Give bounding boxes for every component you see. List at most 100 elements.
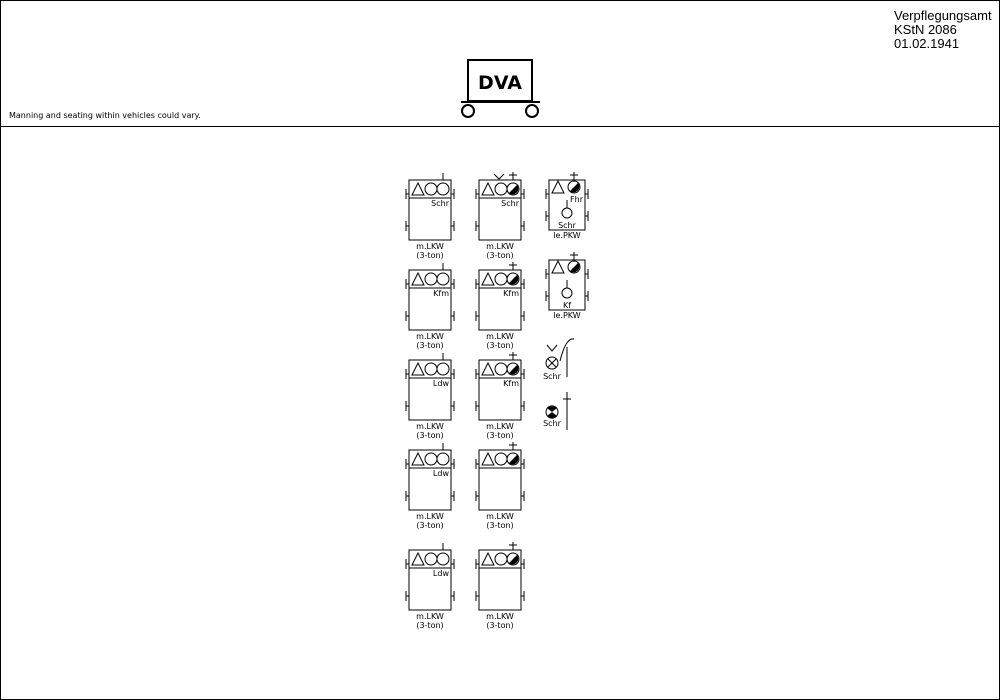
triangle-icon (411, 181, 425, 196)
cyclist-mark-icon (493, 173, 505, 180)
circle-icon (436, 362, 450, 376)
rifle-arc-icon (559, 338, 575, 362)
circle-icon (494, 182, 508, 196)
nco-fill-icon (508, 364, 519, 375)
car-role-bottom: Kf (563, 301, 571, 310)
circle-icon (436, 552, 450, 566)
unit-wheel-left (461, 104, 475, 118)
vehicle-tonnage: (3-ton) (416, 341, 443, 350)
vehicle-tonnage: (3-ton) (486, 521, 513, 530)
circle-icon (494, 362, 508, 376)
soldier-circle-icon (545, 356, 559, 370)
unit-label: DVA (478, 72, 522, 94)
circle-icon (424, 182, 438, 196)
personnel-role: Schr (543, 372, 562, 381)
circle-icon (436, 452, 450, 466)
vehicle-tonnage: (3-ton) (416, 251, 443, 260)
vehicle-tonnage: (3-ton) (486, 251, 513, 260)
title-block: Verpflegungsamt KStN 2086 01.02.1941 (894, 9, 992, 51)
personnel-role: Schr (543, 419, 562, 428)
circle-icon (424, 272, 438, 286)
vehicle-type: m.LKW (416, 422, 444, 431)
vehicle-type: m.LKW (416, 332, 444, 341)
vehicle-type: m.LKW (416, 612, 444, 621)
unit-symbol: DVA (461, 59, 540, 118)
circle-icon (494, 272, 508, 286)
nco-fill-icon (508, 184, 519, 195)
truck-body (408, 179, 452, 241)
triangle-icon (411, 551, 425, 566)
x-mark-icon (547, 358, 557, 368)
cyclist-symbol: Schr (543, 338, 575, 381)
triangle-icon (481, 451, 495, 466)
manning-note: Manning and seating within vehicles coul… (9, 111, 201, 120)
truck-symbol: m.LKW(3-ton) (475, 542, 525, 630)
table-date: 01.02.1941 (894, 36, 960, 51)
nco-circle-icon (506, 272, 520, 286)
vehicle-type: m.LKW (416, 242, 444, 251)
car-body (548, 259, 586, 311)
nco-fill-icon (508, 454, 519, 465)
vehicle-type: m.LKW (486, 512, 514, 521)
truck-body (478, 359, 522, 421)
vehicle-tonnage: (3-ton) (486, 431, 513, 440)
circle-icon (436, 182, 450, 196)
car-role-top: Fhr (570, 195, 584, 204)
truck-body (478, 449, 522, 511)
triangle-icon (411, 361, 425, 376)
rifleman-symbol: Schr (543, 392, 571, 430)
vehicle-type: le.PKW (553, 231, 580, 240)
table-number: KStN 2086 (894, 22, 957, 37)
unit-wheel-right (525, 104, 539, 118)
truck-body (408, 269, 452, 331)
truck-body (478, 269, 522, 331)
truck-role: Kfm (433, 289, 449, 298)
circle-icon (424, 362, 438, 376)
truck-role: Schr (431, 199, 450, 208)
truck-body (408, 549, 452, 611)
nco-circle-icon (567, 180, 581, 194)
nco-fill-icon (569, 262, 580, 273)
truck-body (408, 449, 452, 511)
unit-name: Verpflegungsamt (894, 8, 992, 23)
vehicle-type: le.PKW (553, 311, 580, 320)
circle-icon (436, 272, 450, 286)
circle-icon (424, 452, 438, 466)
vehicle-type: m.LKW (486, 422, 514, 431)
vehicle-tonnage: (3-ton) (486, 621, 513, 630)
soldier-fill-icon (547, 405, 557, 412)
truck-symbol: Kfm m.LKW(3-ton) (405, 263, 455, 350)
truck-role: Ldw (433, 379, 450, 388)
triangle-icon (411, 271, 425, 286)
nco-circle-icon (567, 260, 581, 274)
circle-icon (494, 552, 508, 566)
truck-symbol: m.LKW(3-ton) (475, 442, 525, 530)
driver-circle-icon (561, 207, 573, 219)
truck-role: Ldw (433, 569, 450, 578)
triangle-icon (411, 451, 425, 466)
vehicle-type: m.LKW (416, 512, 444, 521)
nco-circle-icon (506, 452, 520, 466)
truck-symbol: Schr m.LKW(3-ton) (405, 173, 455, 260)
circle-icon (424, 552, 438, 566)
nco-fill-icon (508, 274, 519, 285)
truck-body (478, 549, 522, 611)
bicycle-mark-icon (546, 344, 558, 352)
nco-circle-icon (506, 552, 520, 566)
nco-fill-icon (508, 554, 519, 565)
vehicle-tonnage: (3-ton) (416, 521, 443, 530)
circle-icon (494, 452, 508, 466)
nco-circle-icon (506, 362, 520, 376)
vehicle-tonnage: (3-ton) (486, 341, 513, 350)
truck-body (478, 179, 522, 241)
triangle-icon (481, 271, 495, 286)
vehicle-type: m.LKW (486, 332, 514, 341)
